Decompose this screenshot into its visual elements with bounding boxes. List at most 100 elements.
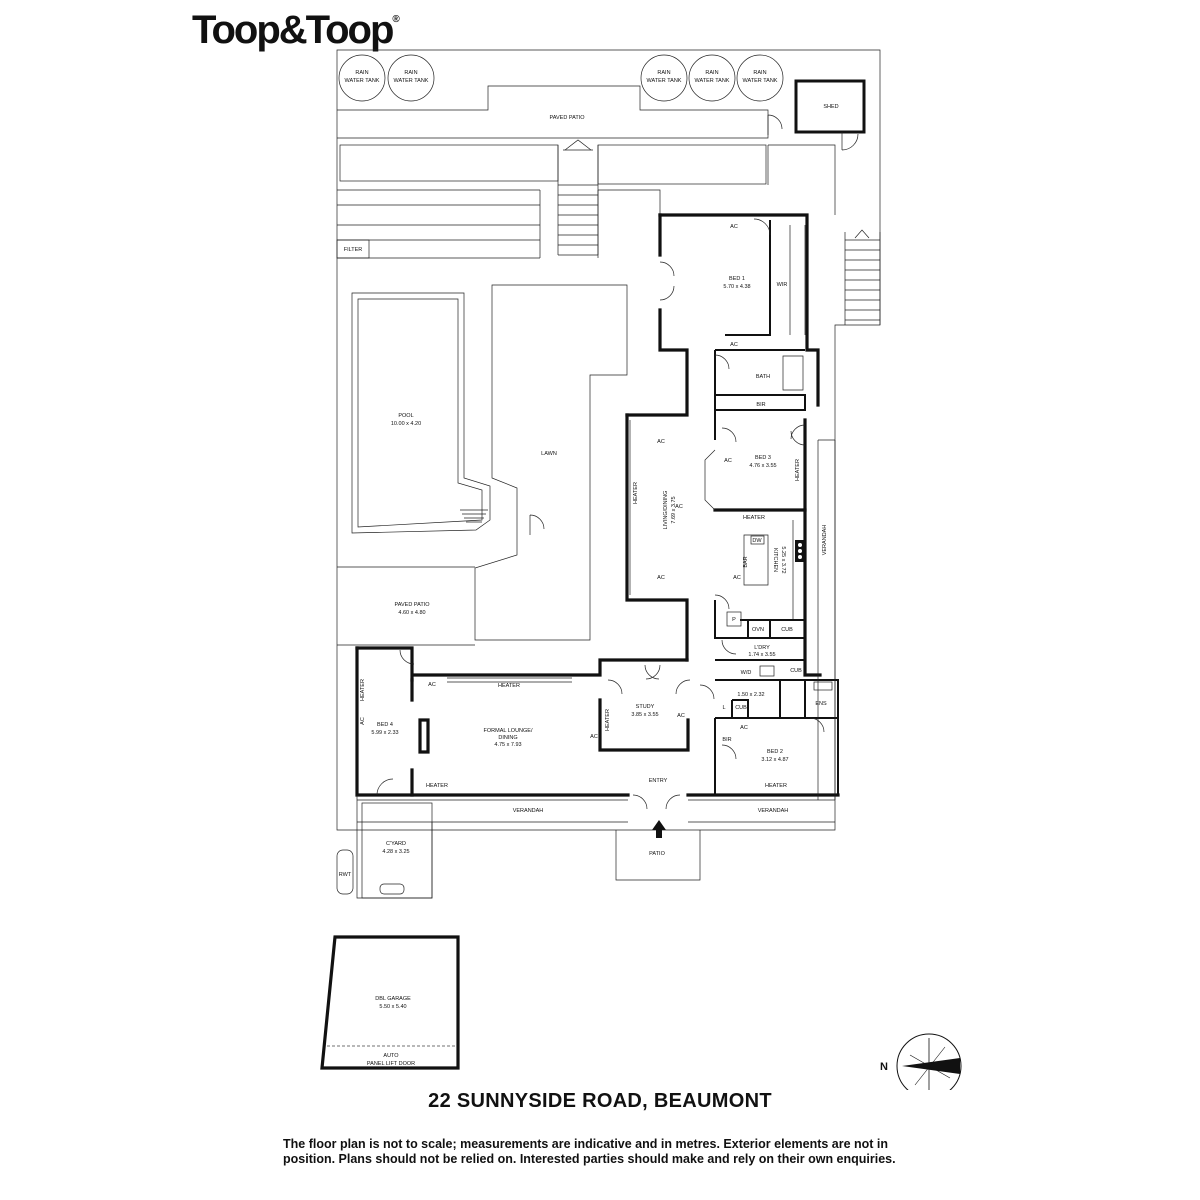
heater-labels: HEATER HEATER HEATER HEATER HEATER HEATE… [360,459,801,789]
heater-label: HEATER [605,709,611,731]
pool: POOL 10.00 x 4.20 [351,292,491,534]
ac-label: AC [657,575,665,581]
bir-label-2: BIR [722,737,731,743]
heater-label: HEATER [743,515,765,521]
bir-label-1: BIR [756,402,765,408]
lounge-size: 4.75 x 7.93 [494,742,521,748]
bed1-size: 5.70 x 4.38 [723,284,750,290]
ac-label: AC [360,717,366,725]
ldry-size: 1.74 x 3.55 [748,652,775,658]
heater-label: HEATER [633,482,639,504]
heater-label: HEATER [360,679,366,701]
living-label: LIVING/DINING [663,491,669,530]
courtyard: C'YARD 4.28 x 3.25 RWT [336,795,433,899]
tank-label-4b: WATER TANK [695,78,730,84]
ac-label: AC [740,725,748,731]
ac-label: AC [724,458,732,464]
house-walls [355,213,840,797]
bed4-size: 5.99 x 2.33 [371,730,398,736]
study-size: 3.85 x 3.55 [631,712,658,718]
cub-label-1: CUB [781,627,793,633]
tank-label-1: RAIN [355,70,368,76]
registered-mark: ® [392,14,400,25]
side-patio-label: PAVED PATIO [394,602,430,608]
brand-name: Toop&Toop [192,8,394,52]
rwt-label: RWT [339,872,352,878]
dw-label: DW [752,538,762,544]
rain-water-tanks: RAIN WATER TANK RAIN WATER TANK RAIN WAT… [338,54,784,102]
cub-label-2: CUB [790,668,802,674]
stairs [557,139,881,325]
bed3-label: BED 3 [755,455,771,461]
lawn-label: LAWN [541,451,557,457]
tank-label-5: RAIN [753,70,766,76]
rear-patio: PAVED PATIO [337,85,836,259]
filter: FILTER [336,239,370,259]
bed3-size: 4.76 x 3.55 [749,463,776,469]
tank-label-5b: WATER TANK [743,78,778,84]
pool-label: POOL [398,413,413,419]
cub-label-3: CUB [735,705,747,711]
floor-plan: RAIN WATER TANK RAIN WATER TANK RAIN WAT… [320,49,962,1090]
bed1-label: BED 1 [729,276,745,282]
verandah-label-3: VERANDAH [822,525,828,556]
ac-label: AC [590,734,598,740]
wd-label: W/D [741,670,752,676]
heater-label: HEATER [426,783,448,789]
bed2-label: BED 2 [767,749,783,755]
lounge-label-2: DINING [498,735,517,741]
verandah-front: VERANDAH VERANDAH VERANDAH PATIO [357,439,836,857]
compass-north-label: N [880,1061,888,1073]
ac-label: AC [730,342,738,348]
ac-label: AC [428,682,436,688]
entry-arrow-icon [652,820,666,838]
bed2-size: 3.12 x 4.87 [761,757,788,763]
tank-label-1b: WATER TANK [345,78,380,84]
tank-label-2b: WATER TANK [394,78,429,84]
linen-label: L [722,705,725,711]
bar-label: BAR [743,556,749,567]
ac-label: AC [733,575,741,581]
doors [376,218,825,810]
ac-label: AC [675,504,683,510]
filter-label: FILTER [344,247,363,253]
rear-patio-label: PAVED PATIO [549,115,585,121]
ac-label: AC [730,224,738,230]
lounge-label: FORMAL LOUNGE/ [484,728,533,734]
tank-label-4: RAIN [705,70,718,76]
garage-size: 5.50 x 5.40 [379,1004,406,1010]
bath-label: BATH [756,374,770,380]
garage-label: DBL GARAGE [375,996,411,1002]
ldry-label: L'DRY [754,645,770,651]
heater-label: HEATER [795,459,801,481]
heater-label: HEATER [498,683,520,689]
kitchen-label: KITCHEN [772,548,778,572]
garage-door-label-2: PANEL LIFT DOOR [367,1061,415,1067]
tank-label-3: RAIN [657,70,670,76]
pantry-label: P [732,617,736,623]
garage-door-label: AUTO [383,1053,399,1059]
verandah-label-1: VERANDAH [513,808,544,814]
study-label: STUDY [636,704,655,710]
ac-label: AC [657,439,665,445]
cooktop-icon [795,540,805,562]
north-compass-icon: N [880,1033,962,1090]
living-size: 7.69 x 3.75 [671,496,677,523]
verandah-label-2: VERANDAH [758,808,789,814]
wir-label: WIR [777,282,788,288]
tank-label-3b: WATER TANK [647,78,682,84]
garage: DBL GARAGE 5.50 x 5.40 AUTO PANEL LIFT D… [320,935,460,1070]
front-patio-label: PATIO [649,851,665,857]
property-address: 22 SUNNYSIDE ROAD, BEAUMONT [428,1090,772,1112]
ac-labels: AC AC AC AC AC AC AC AC AC AC AC AC [360,224,748,740]
lawn: LAWN [474,284,628,641]
cyard-size: 4.28 x 3.25 [382,849,409,855]
side-patio-size: 4.60 x 4.80 [398,610,425,616]
disclaimer-text: The floor plan is not to scale; measurem… [283,1137,896,1166]
side-patio: PAVED PATIO 4.60 x 4.80 [337,566,475,646]
cyard-label: C'YARD [386,841,406,847]
room-labels: BED 1 5.70 x 4.38 WIR BATH BIR BED 3 4.7… [371,276,833,784]
tank-label-2: RAIN [404,70,417,76]
ovn-label: OVN [752,627,764,633]
bed4-label: BED 4 [377,722,393,728]
